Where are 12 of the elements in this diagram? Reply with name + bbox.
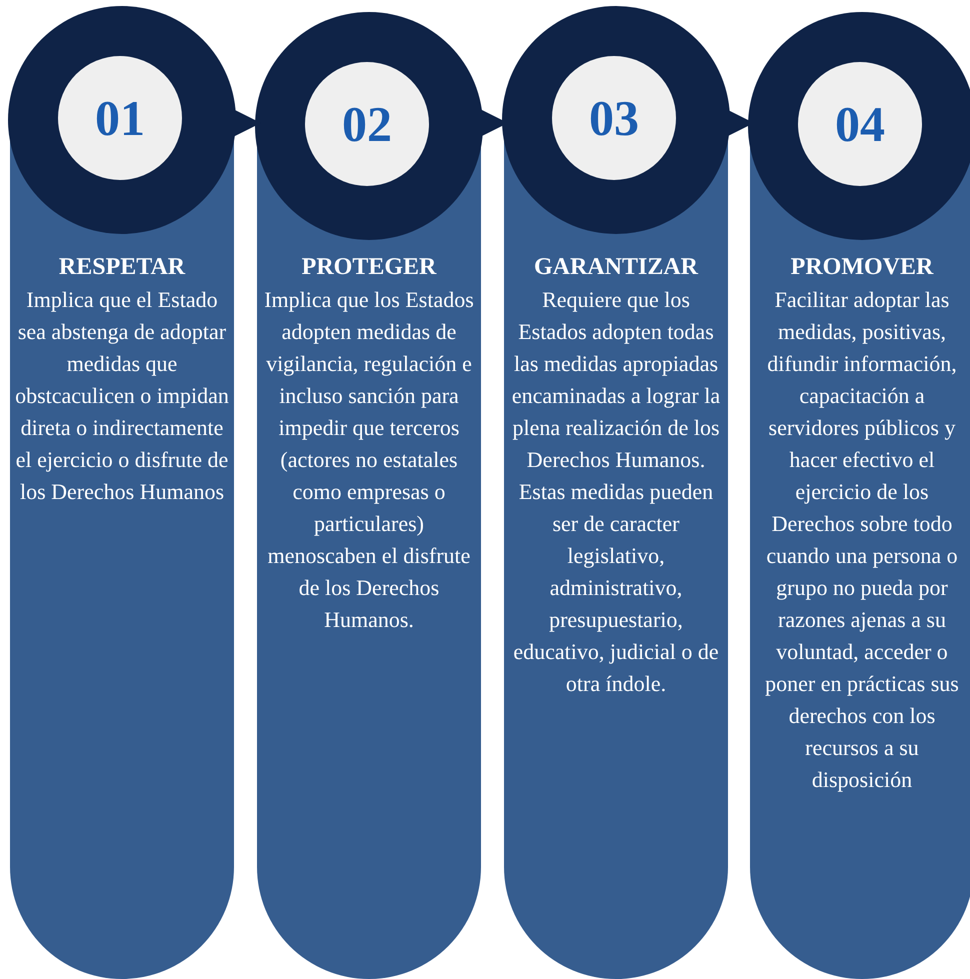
- step-number: 04: [798, 62, 922, 186]
- column-description: Requiere que los Estados adopten todas las medidas apropiadas encaminadas a lograr la plena realización de los Derechos Humanos. Estas medidas pueden ser de caracter legislativo, administrativo, presupuestario, educativo, judicial o de otra índole.: [510, 286, 722, 698]
- column-heading: PROTEGER: [300, 253, 438, 282]
- column-heading: RESPETAR: [58, 253, 186, 282]
- column-heading: GARANTIZAR: [532, 253, 700, 282]
- step-number: 01: [58, 56, 182, 180]
- step-number: 03: [552, 56, 676, 180]
- column-heading: PROMOVER: [790, 253, 934, 282]
- column-description: Facilitar adoptar las medidas, positivas, difundir información, capacitación a servidores públicos y hacer efectivo el ejercicio de los Derechos sobre todo cuando una persona o grupo no pueda por razones ajenas a su voluntad, acceder o poner en prácticas sus derechos con los recursos a su disposición: [764, 286, 960, 794]
- step-number: 02: [305, 62, 429, 186]
- column-description: Implica que los Estados adopten medidas de vigilancia, regulación e incluso sanción para impedir que terceros (actores no estatales como empresas o particulares) menoscaben el disfrute de los Derechos Humanos.: [263, 286, 475, 634]
- column-description: Implica que el Estado sea abstenga de adoptar medidas que obstcaculicen o impidan direta o indirectamente el ejercicio o disfrute de los Derechos Humanos: [14, 286, 230, 506]
